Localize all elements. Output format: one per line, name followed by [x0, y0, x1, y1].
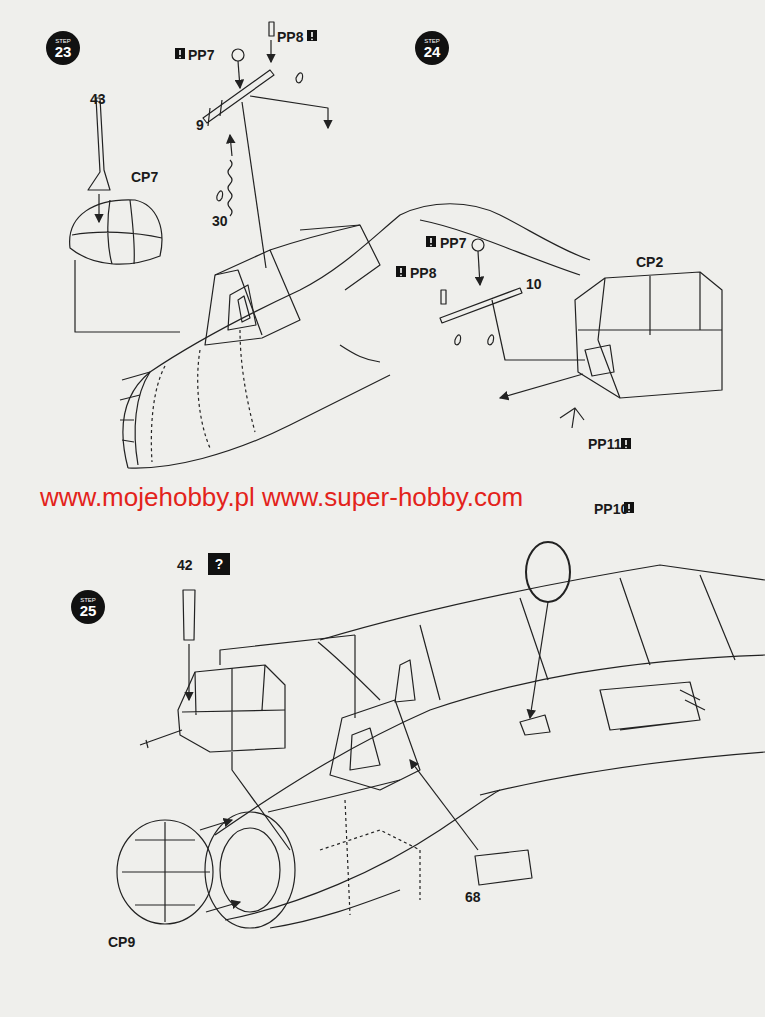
part-label: CP9: [108, 935, 135, 949]
part-label: PP7: [188, 48, 214, 62]
step-number: 23: [55, 44, 72, 59]
part-label: CP7: [131, 170, 158, 184]
part-label: PP10: [594, 502, 628, 516]
part-label: 42: [177, 558, 193, 572]
part-label: 30: [212, 214, 228, 228]
part-label: PP8: [410, 266, 436, 280]
step-badge: STEP24: [415, 31, 449, 65]
query-box: ?: [208, 553, 230, 575]
step-badge: STEP23: [46, 31, 80, 65]
part-label: CP2: [636, 255, 663, 269]
part-label: PP11: [588, 437, 621, 451]
part-label: 43: [90, 92, 106, 106]
part-label: PP7: [440, 236, 466, 250]
part-label: 10: [526, 277, 542, 291]
step-badge: STEP25: [71, 590, 105, 624]
step-number: 25: [80, 603, 97, 618]
part-label: 9: [196, 118, 204, 132]
part-label: 68: [465, 890, 481, 904]
watermark: www.mojehobby.pl www.super-hobby.com: [40, 484, 523, 510]
query-mark: ?: [215, 556, 224, 572]
step-number: 24: [424, 44, 441, 59]
part-label: PP8: [277, 30, 303, 44]
